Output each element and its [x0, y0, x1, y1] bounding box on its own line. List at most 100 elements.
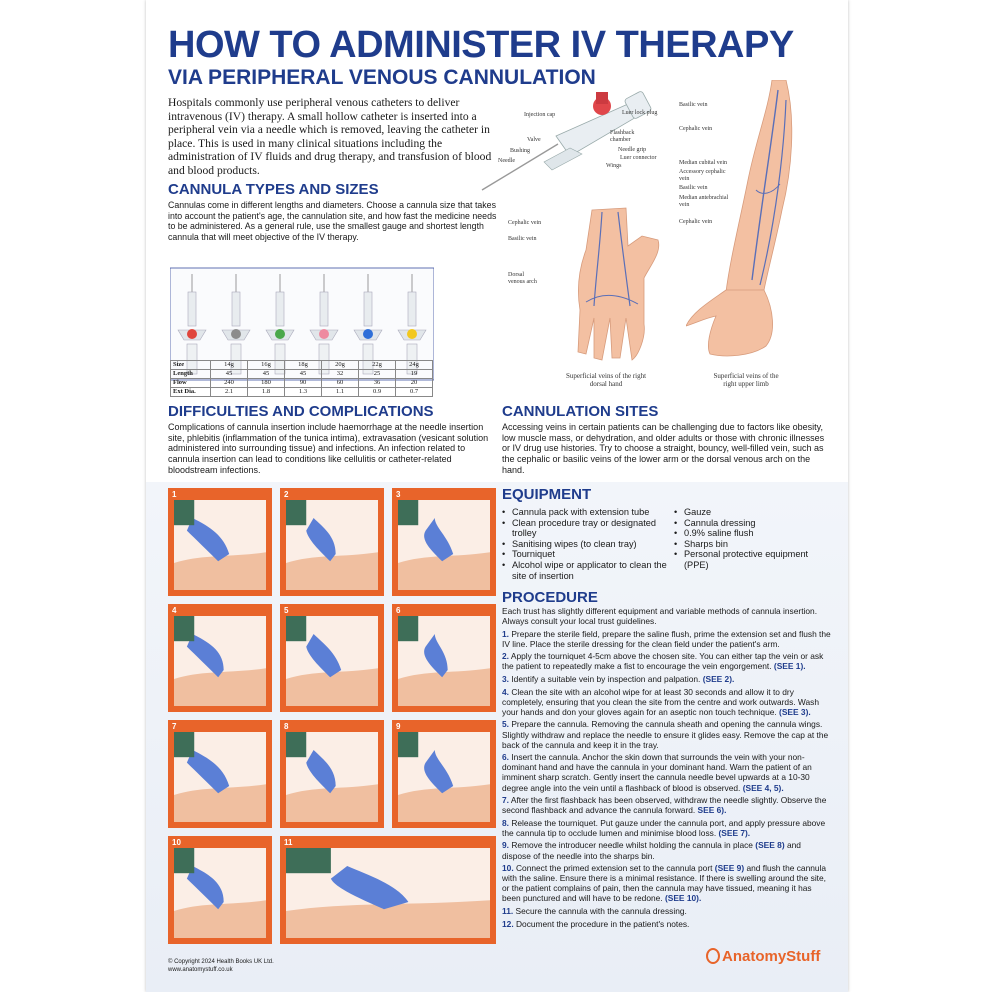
size-table-cell: 14g	[210, 360, 248, 370]
size-table-cell: 2.1	[210, 387, 248, 397]
arm-label-basilic-vein: Basilic vein	[679, 102, 708, 108]
procedure-heading: PROCEDURE	[502, 589, 598, 606]
poster-title: HOW TO ADMINISTER IV THERAPY	[168, 24, 794, 66]
size-table-cell: 45	[247, 369, 285, 379]
procedure-step-text-continued: and dispose of the needle into the sharp…	[502, 840, 801, 861]
procedure-step-text: Insert the cannula. Anchor the skin down…	[502, 752, 812, 793]
cannula-body	[275, 291, 285, 327]
step-photo-number: 6	[396, 606, 401, 615]
step-photo-scene	[286, 500, 378, 590]
size-table-cell: 180	[247, 378, 285, 388]
logo-mark-icon	[706, 948, 720, 964]
size-table-cell: 90	[284, 378, 322, 388]
intro-paragraph: Hospitals commonly use peripheral venous…	[168, 96, 492, 177]
size-table-cell: 20g	[321, 360, 359, 370]
label-luer-connector: Luer connector	[620, 155, 657, 161]
label-injection-cap: Injection cap	[524, 112, 556, 118]
arm-label-cephalic-vein: Cephalic vein	[679, 126, 713, 132]
procedure-step-reference: SEE 6).	[697, 805, 727, 816]
size-table-cell: 20	[395, 378, 433, 388]
step-photo-number: 7	[172, 722, 177, 731]
procedure-step-number: 7.	[502, 795, 509, 806]
procedure-step-photo: 10	[168, 836, 272, 944]
step-photo-number: 10	[172, 838, 181, 847]
procedure-step-reference: (SEE 2).	[702, 674, 735, 685]
gloved-hand-illustration	[174, 732, 266, 822]
cannula-colour-port	[319, 329, 329, 339]
gloved-hand-illustration	[174, 616, 266, 706]
procedure-step-number: 5.	[502, 719, 509, 730]
step-photo-scene	[174, 500, 266, 590]
procedure-step: 1. Prepare the sterile field, prepare th…	[502, 629, 832, 649]
cannula-colour-port	[187, 329, 197, 339]
procedure-step: 10. Connect the primed extension set to …	[502, 863, 832, 903]
equipment-item: Sanitising wipes (to clean tray)	[502, 539, 682, 550]
procedure-step-number: 11.	[502, 906, 514, 917]
equipment-item: Alcohol wipe or applicator to clean the …	[502, 560, 682, 581]
procedure-step-text: Release the tourniquet. Put gauze under …	[502, 817, 826, 838]
step-photo-scene	[174, 848, 266, 938]
size-table-cell: 45	[284, 369, 322, 379]
copyright-block: © Copyright 2024 Health Books UK Ltd. ww…	[168, 958, 274, 974]
equipment-heading: EQUIPMENT	[502, 486, 592, 503]
equipment-list-right: GauzeCannula dressing0.9% saline flushSh…	[674, 507, 824, 571]
procedure-step-text: Apply the tourniquet 4-5cm above the cho…	[502, 651, 824, 672]
cannula-body	[231, 291, 241, 327]
procedure-step-number: 3.	[502, 674, 509, 685]
size-table-cell: 45	[210, 369, 248, 379]
procedure-step-number: 4.	[502, 686, 509, 697]
procedure-step-photo: 9	[392, 720, 496, 828]
cannula-colour-port	[231, 329, 241, 339]
size-table-row-header: Ext Dia.	[170, 387, 211, 397]
gloved-hand-illustration	[286, 848, 490, 938]
label-wings: Wings	[606, 163, 622, 169]
hand-label-dorsal-venous-arch: Dorsal venous arch	[508, 272, 537, 285]
gloved-hand-illustration	[286, 616, 378, 706]
copyright-text: © Copyright 2024 Health Books UK Ltd.	[168, 959, 274, 965]
procedure-step: 5. Prepare the cannula. Removing the can…	[502, 719, 832, 749]
cannula-anatomy-illustration	[481, 91, 652, 191]
equipment-list-left: Cannula pack with extension tubeClean pr…	[502, 507, 682, 581]
size-table-cell: 240	[210, 378, 248, 388]
step-photo-number: 9	[396, 722, 401, 731]
procedure-step-photo: 7	[168, 720, 272, 828]
logo-text: AnatomyStuff	[722, 948, 821, 965]
procedure-step-text: Connect the primed extension set to the …	[515, 863, 713, 874]
size-table-row-header: Length	[170, 369, 211, 379]
equipment-item: Clean procedure tray or designated troll…	[502, 518, 682, 539]
gloved-hand-illustration	[286, 732, 378, 822]
size-table-cell: 18g	[284, 360, 322, 370]
procedure-step: 8. Release the tourniquet. Put gauze und…	[502, 818, 832, 838]
arm-veins-illustration	[686, 80, 793, 357]
website-text: www.anatomystuff.co.uk	[168, 967, 233, 973]
procedure-step: 12. Document the procedure in the patien…	[502, 919, 832, 929]
step-photo-number: 5	[284, 606, 289, 615]
step-photo-scene	[398, 500, 490, 590]
step-photo-scene	[286, 616, 378, 706]
procedure-step-reference: (SEE 1).	[773, 661, 806, 672]
procedure-step-number: 8.	[502, 817, 509, 828]
procedure-step-reference: (SEE 3).	[779, 706, 811, 717]
procedure-step-number: 6.	[502, 752, 509, 763]
procedure-steps: Each trust has slightly different equipm…	[502, 606, 832, 931]
size-table-cell: 1.3	[284, 387, 322, 397]
procedure-step-reference: (SEE 4, 5).	[742, 782, 784, 793]
procedure-step-text: Clean the site with an alcohol wipe for …	[502, 686, 820, 717]
size-table-cell: 36	[358, 378, 396, 388]
label-needle: Needle	[498, 158, 515, 164]
size-table-cell: 32	[321, 369, 359, 379]
hand-caption: Superficial veins of the right dorsal ha…	[565, 372, 647, 388]
cannula-body	[407, 291, 417, 327]
procedure-step: 6. Insert the cannula. Anchor the skin d…	[502, 752, 832, 792]
procedure-step-text: Document the procedure in the patient's …	[515, 918, 690, 929]
cannula-colour-port	[275, 329, 285, 339]
arm-label-accessory-cephalic-vein: Accessory cephalic vein	[679, 169, 726, 182]
step-photo-number: 11	[284, 838, 293, 847]
procedure-step-photo: 2	[280, 488, 384, 596]
procedure-step-text: Identify a suitable vein by inspection a…	[511, 674, 701, 685]
size-table-cell: 0.7	[395, 387, 433, 397]
hand-label-basilic-vein: Basilic vein	[508, 236, 537, 242]
size-table-cell: 24g	[395, 360, 433, 370]
cannulation-sites-text: Accessing veins in certain patients can …	[502, 422, 825, 475]
